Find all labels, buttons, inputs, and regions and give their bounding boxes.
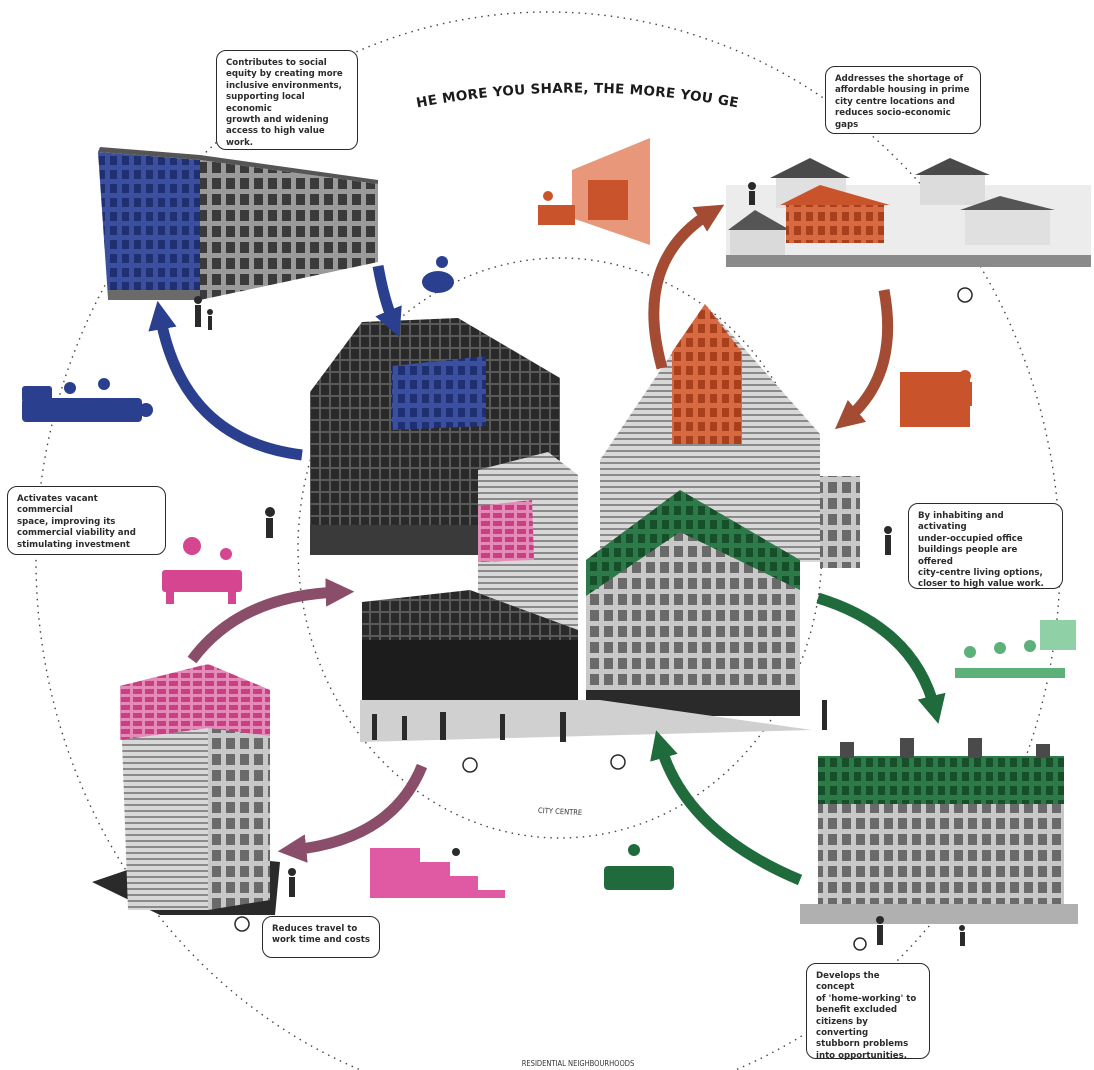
blue-sofa-group-figure — [22, 378, 153, 422]
callout-affordable-housing: Addresses the shortage of affordable hou… — [825, 66, 981, 134]
green-meeting-figure — [955, 620, 1076, 678]
pram-and-walker-figure — [853, 916, 965, 951]
callout-vacant-space: Activates vacant commercial space, impro… — [7, 486, 166, 555]
tenement-building — [800, 738, 1078, 924]
residential-tower-block — [92, 664, 280, 915]
orange-desk-worker-figure — [900, 370, 972, 427]
person-walking-figure — [234, 868, 296, 932]
diagram-title: THE MORE YOU SHARE, THE MORE YOU GET — [0, 0, 740, 111]
orange-office-interior-figure — [538, 138, 650, 245]
residential-neighbourhoods-label: RESIDENTIAL NEIGHBOURHOODS — [522, 1059, 635, 1068]
callout-home-working: Develops the concept of 'home-working' t… — [806, 963, 930, 1061]
city-centre-buildings — [310, 304, 860, 742]
green-bench-sitter-figure — [604, 844, 674, 890]
blue-person-reading-figure — [422, 256, 454, 293]
blue-arrow-down — [372, 265, 402, 338]
callout-social-equity: Contributes to social equity by creating… — [216, 50, 358, 150]
suburban-housing-estate — [726, 158, 1091, 267]
orange-arrow-down — [835, 288, 894, 430]
green-arrow-up — [650, 730, 803, 886]
green-arrow-right — [816, 592, 946, 724]
callout-travel-time: Reduces travel to work time and costs — [262, 916, 380, 958]
callout-office-buildings: By inhabiting and activating under-occup… — [908, 503, 1063, 589]
pink-lounge-figure — [162, 537, 242, 604]
mauve-arrow-up-right — [187, 578, 355, 664]
city-centre-label: CITY CENTRE — [538, 806, 583, 817]
terrace-housing-building — [98, 147, 378, 300]
pink-steps-seating-figure — [370, 848, 505, 898]
mauve-arrow-down-left — [277, 763, 428, 863]
blue-arrow-up-left — [148, 300, 303, 461]
adult-and-child-figure — [194, 296, 213, 330]
orange-arrow-up — [648, 204, 725, 370]
street-people-figures — [265, 182, 973, 773]
